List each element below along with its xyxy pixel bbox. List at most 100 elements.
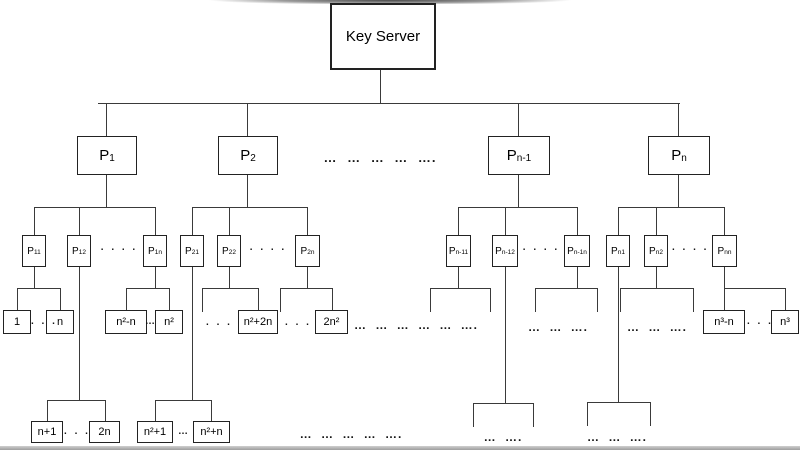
- connector-line: [505, 207, 507, 235]
- connector-line: [473, 403, 533, 405]
- node-subscript: 1: [109, 152, 115, 164]
- node-subscript: n1: [617, 248, 625, 256]
- connector-line: [34, 207, 36, 235]
- connector-line: [202, 288, 259, 290]
- bottom-border-line: [0, 446, 800, 450]
- connector-line: [458, 207, 577, 209]
- connector-line: [518, 103, 520, 136]
- connector-line: [34, 267, 36, 288]
- leaf-n2-minus-n: n²-n: [105, 310, 147, 334]
- ellipsis-leaves: . . .: [31, 316, 55, 327]
- connector-line: [620, 288, 622, 312]
- node-subscript: n-11: [455, 248, 469, 256]
- connector-line: [155, 207, 157, 235]
- node-subscript: n: [681, 152, 687, 164]
- node-label: P: [99, 147, 110, 164]
- node-label: P: [567, 245, 574, 257]
- ellipsis-row1-a: … … ….: [527, 320, 588, 334]
- node-label: P: [717, 245, 725, 257]
- leaf-n: n: [46, 310, 74, 334]
- connector-line: [430, 288, 432, 312]
- connector-line: [535, 288, 537, 312]
- ellipsis-level2: … … … … ….: [323, 150, 437, 165]
- connector-line: [126, 288, 169, 290]
- ellipsis-row1-long: … … … … … ….: [353, 318, 478, 332]
- connector-line: [518, 175, 520, 207]
- node-subscript: 21: [191, 248, 199, 256]
- ellipsis-group-n: . . . .: [672, 242, 709, 253]
- connector-line: [458, 207, 460, 235]
- connector-line: [307, 207, 309, 235]
- connector-line: [247, 175, 249, 207]
- leaf-n2-plus-2n: n²+2n: [238, 310, 278, 334]
- connector-line: [247, 103, 249, 136]
- connector-line: [192, 207, 194, 235]
- node-label: P: [506, 147, 517, 164]
- leaf-n2-plus-1: n²+1: [137, 421, 173, 443]
- ellipsis-group2: . . . .: [249, 242, 287, 253]
- node-label: P: [185, 245, 192, 257]
- connector-line: [106, 175, 108, 207]
- connector-line: [229, 207, 231, 235]
- node-label: P: [611, 245, 618, 257]
- ellipsis-leaves: . . .: [285, 317, 309, 328]
- ellipsis-group1: . . . .: [100, 242, 138, 253]
- ellipsis-row1-b: … … ….: [626, 320, 687, 334]
- connector-line: [34, 207, 155, 209]
- leaf-1: 1: [3, 310, 31, 334]
- connector-line: [307, 267, 309, 288]
- connector-line: [47, 400, 105, 402]
- connector-line: [650, 402, 652, 426]
- leaf-n3: n³: [771, 310, 799, 334]
- connector-line: [106, 103, 108, 136]
- node-subscript: 1n: [154, 248, 162, 256]
- connector-line: [258, 288, 260, 310]
- connector-line: [79, 207, 81, 235]
- ellipsis-row2-b: … … ….: [586, 430, 647, 444]
- connector-line: [618, 267, 620, 402]
- connector-line: [656, 207, 658, 235]
- connector-line: [577, 267, 579, 288]
- leaf-n2: n²: [155, 310, 183, 334]
- connector-line: [597, 288, 599, 312]
- connector-line: [169, 288, 171, 310]
- connector-line: [155, 267, 157, 288]
- connector-line: [505, 267, 507, 403]
- node-label: P: [72, 245, 79, 257]
- connector-line: [380, 70, 382, 103]
- connector-line: [105, 400, 107, 421]
- connector-line: [17, 288, 60, 290]
- connector-line: [473, 403, 475, 427]
- connector-line: [192, 207, 307, 209]
- connector-line: [458, 267, 460, 288]
- node-label: P: [240, 147, 251, 164]
- ellipsis-leaves: . . .: [64, 426, 88, 437]
- node-subscript: n-1: [516, 152, 532, 164]
- node-label: P: [300, 245, 308, 257]
- node-subscript: 2n: [307, 248, 315, 256]
- node-label: P: [649, 245, 656, 257]
- connector-line: [618, 207, 620, 235]
- node-key-server: Key Server: [330, 3, 436, 70]
- connector-line: [620, 288, 693, 290]
- node-label: P: [222, 245, 229, 257]
- connector-line: [535, 288, 597, 290]
- node-subscript: 11: [33, 248, 41, 256]
- node-label: P: [671, 147, 682, 164]
- ellipsis-leaves: …: [145, 316, 155, 327]
- leaf-2n2: 2n²: [315, 310, 348, 334]
- leaf-n-plus-1: n+1: [31, 421, 63, 443]
- node-subscript: 22: [228, 248, 236, 256]
- node-subscript: 2: [250, 152, 256, 164]
- node-subscript: n-12: [501, 248, 515, 256]
- connector-line: [678, 103, 680, 136]
